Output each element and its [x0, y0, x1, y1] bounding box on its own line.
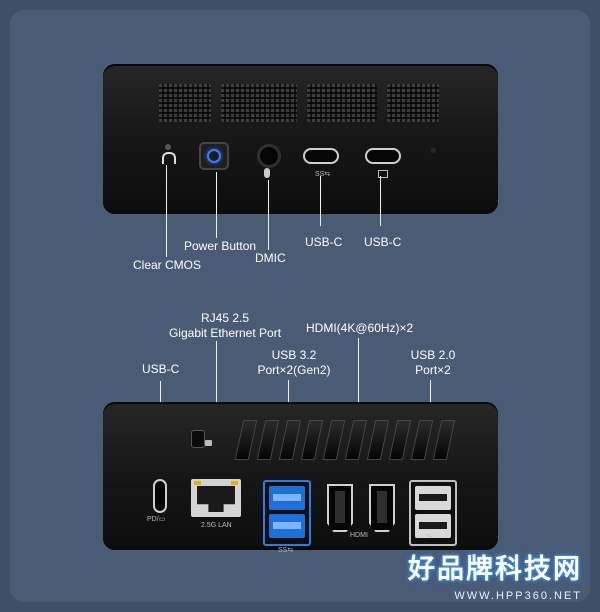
lan-port-mark: 2.5G LAN	[201, 522, 232, 529]
mini-pc-front: SS⇆	[103, 64, 498, 214]
mini-pc-rear: PD/▭ 2.5G LAN SS⇆ HDMI ⇆	[103, 402, 498, 554]
label-usb20-line1: USB 2.0	[410, 348, 456, 362]
status-led	[431, 148, 436, 153]
label-rj45: RJ45 2.5 Gigabit Ethernet Port	[160, 311, 290, 341]
callout-line-hdmi-top	[358, 338, 359, 422]
label-usb20: USB 2.0 Port×2	[398, 348, 468, 378]
watermark-title: 好品牌科技网	[408, 554, 582, 585]
rj45-lan-port[interactable]	[191, 479, 241, 517]
microphone-icon	[264, 168, 270, 178]
hdmi-inner	[335, 491, 345, 523]
usb32-port-2[interactable]	[269, 514, 305, 538]
power-icon	[207, 149, 221, 163]
display-icon	[378, 170, 388, 178]
label-usb-c-1: USB-C	[305, 235, 343, 249]
callout-line-usb-c-1	[320, 176, 321, 226]
callout-line-clear-cmos	[166, 165, 167, 257]
vent-slot	[256, 420, 280, 460]
clear-cmos-icon	[162, 152, 176, 164]
callout-line-power	[216, 172, 217, 238]
kensington-lock[interactable]	[191, 430, 205, 448]
label-usb32-line1: USB 3.2	[271, 348, 317, 362]
usb32-port-stack	[263, 480, 311, 546]
hdmi-port-2[interactable]	[369, 484, 395, 532]
hdmi-port-1[interactable]	[327, 484, 353, 532]
vent-slot	[410, 420, 434, 460]
front-vent-2	[221, 84, 297, 122]
label-hdmi: HDMI(4K@60Hz)×2	[306, 321, 414, 335]
usb-ss-icon: SS⇆	[278, 547, 294, 554]
label-clear-cmos: Clear CMOS	[133, 258, 202, 272]
vent-slot	[278, 420, 302, 460]
lock-icon	[205, 440, 212, 446]
vent-slot	[300, 420, 324, 460]
lan-led-left	[194, 481, 201, 485]
vent-slot	[234, 420, 258, 460]
pd-display-icon: PD/▭	[147, 516, 166, 523]
vent-slot	[388, 420, 412, 460]
lan-led-right	[231, 481, 238, 485]
dmic-port[interactable]	[257, 144, 281, 168]
hdmi-port-mark: HDMI	[350, 532, 368, 539]
usb20-tongue	[419, 494, 447, 501]
usb-ss-icon: SS⇆	[315, 171, 331, 178]
callout-line-dmic	[268, 180, 269, 250]
front-vent-4	[387, 84, 439, 122]
label-usb32-line2: Port×2(Gen2)	[257, 363, 331, 377]
watermark-url: WWW.HPP360.NET	[454, 590, 582, 602]
label-rj45-line1: RJ45 2.5	[200, 311, 250, 325]
front-usb-c-port-1[interactable]	[303, 148, 339, 164]
label-dmic: DMIC	[255, 251, 286, 265]
power-button[interactable]	[199, 142, 229, 170]
vent-slot	[322, 420, 346, 460]
clear-cmos-hole[interactable]	[165, 144, 171, 150]
vent-slot	[366, 420, 390, 460]
usb32-port-1[interactable]	[269, 486, 305, 510]
label-rear-usb-c: USB-C	[142, 362, 180, 376]
label-usb20-line2: Port×2	[415, 363, 451, 377]
vent-slot	[432, 420, 456, 460]
rear-usb-c-port[interactable]	[153, 479, 167, 513]
usb20-port-1[interactable]	[415, 486, 451, 510]
usb20-port-stack	[409, 480, 457, 546]
label-rj45-line2: Gigabit Ethernet Port	[168, 326, 282, 340]
label-power-button: Power Button	[184, 239, 257, 253]
usb32-tongue	[273, 494, 301, 501]
vent-slot	[344, 420, 368, 460]
label-usb32: USB 3.2 Port×2(Gen2)	[244, 348, 344, 378]
lan-socket	[197, 486, 235, 512]
callout-line-usb-c-2	[380, 176, 381, 226]
front-vent-1	[159, 84, 211, 122]
hdmi-inner	[377, 491, 387, 523]
front-vent-3	[307, 84, 377, 122]
usb20-port-2[interactable]	[415, 514, 451, 538]
usb20-tongue	[419, 522, 447, 529]
usb32-tongue	[273, 522, 301, 529]
label-usb-c-2: USB-C	[364, 235, 402, 249]
usb-icon: ⇆	[426, 533, 432, 540]
front-usb-c-port-2[interactable]	[365, 148, 401, 164]
